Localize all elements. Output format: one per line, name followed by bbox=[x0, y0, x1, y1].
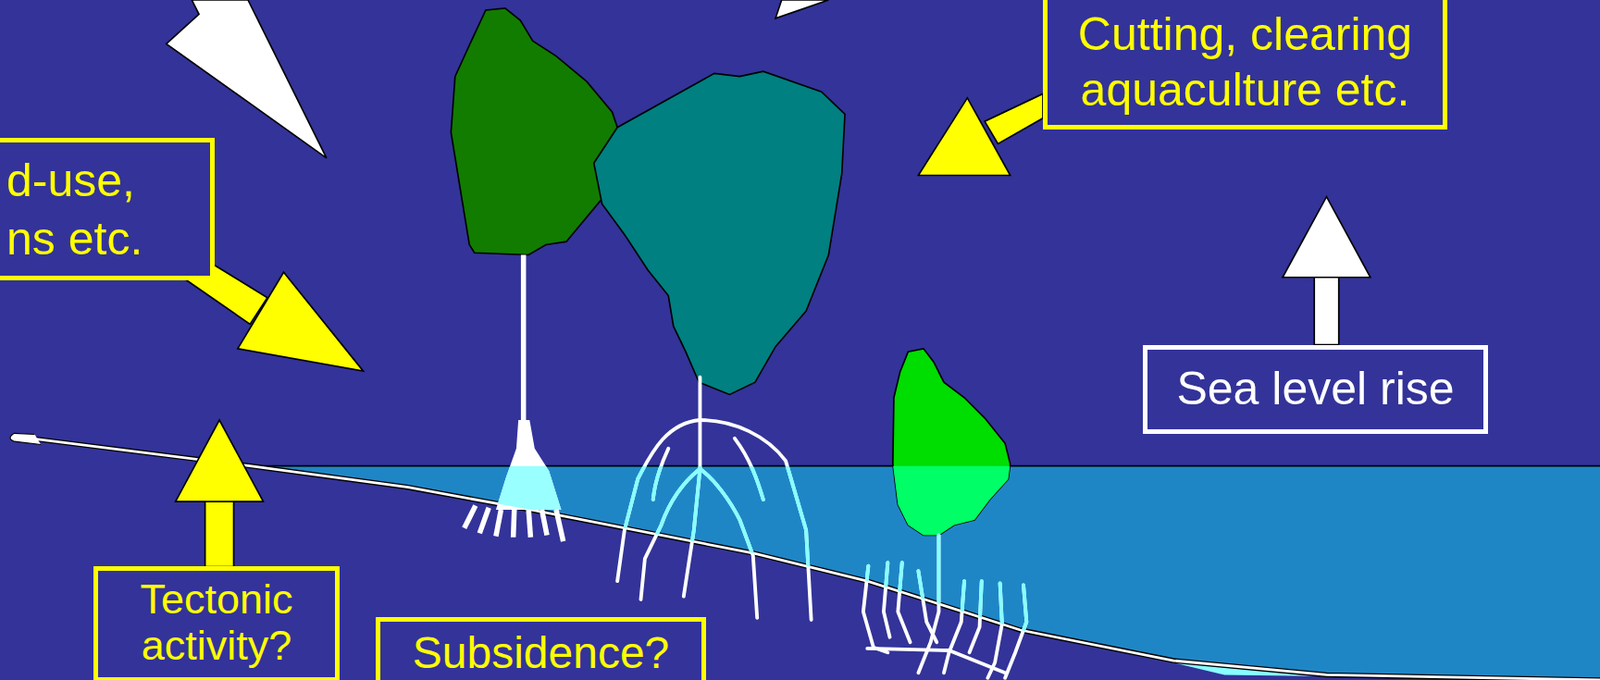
pressure-arrow bbox=[917, 98, 1010, 176]
pressure-arrow bbox=[166, 0, 327, 159]
box-label: Subsidence? bbox=[387, 627, 695, 679]
tree-three bbox=[867, 648, 1005, 673]
tree-one bbox=[496, 420, 562, 510]
tree-two bbox=[617, 377, 812, 621]
tree-one bbox=[528, 509, 531, 538]
box-label: Tectonic activity? bbox=[103, 576, 330, 669]
tree-three bbox=[917, 570, 937, 643]
tree-two bbox=[683, 377, 701, 597]
tree-three bbox=[897, 562, 910, 643]
tree-three bbox=[897, 562, 910, 643]
tree-three bbox=[893, 348, 1011, 536]
tree-two bbox=[594, 71, 845, 395]
tree-two bbox=[699, 469, 757, 619]
tree-two bbox=[617, 420, 700, 582]
tree-three bbox=[1004, 585, 1027, 679]
tree-three bbox=[863, 535, 1027, 679]
tree-two bbox=[617, 377, 812, 621]
tree-two bbox=[683, 377, 701, 597]
tree-three bbox=[863, 566, 888, 654]
tree-one bbox=[450, 8, 618, 542]
pressure-arrow bbox=[1282, 197, 1371, 278]
tree-three bbox=[863, 348, 1027, 679]
pressure-arrow bbox=[984, 93, 1043, 144]
tree-three bbox=[883, 562, 891, 637]
tree-one bbox=[496, 420, 562, 510]
tree-three bbox=[969, 581, 982, 653]
tree-three bbox=[969, 581, 982, 653]
tree-two bbox=[699, 469, 757, 619]
tree-three bbox=[987, 582, 1002, 678]
tree-three bbox=[1004, 585, 1027, 679]
tree-three bbox=[917, 535, 939, 674]
tree-two bbox=[699, 420, 811, 621]
driver-box: Sea level rise bbox=[1142, 345, 1489, 435]
pressure-arrow bbox=[205, 499, 235, 568]
tree-one bbox=[450, 8, 618, 256]
pressure-box: d-use, ns etc. bbox=[0, 137, 215, 281]
pressure-arrow bbox=[175, 420, 264, 502]
tree-two bbox=[653, 448, 670, 500]
driver-box: Tectonic activity? bbox=[93, 566, 340, 680]
tree-one bbox=[479, 508, 489, 534]
tree-two bbox=[617, 377, 812, 621]
ground-hook bbox=[10, 433, 41, 445]
tree-three bbox=[917, 570, 937, 643]
tree-two bbox=[734, 438, 764, 500]
tree-three bbox=[863, 535, 1027, 679]
tree-two bbox=[640, 469, 700, 600]
tree-two bbox=[594, 71, 845, 621]
tree-one bbox=[556, 509, 564, 542]
tree-two bbox=[617, 420, 700, 582]
tree-three bbox=[883, 562, 891, 637]
box-label: Cutting, clearing aquaculture etc. bbox=[1056, 6, 1434, 118]
tree-three bbox=[863, 535, 1027, 679]
tree-two bbox=[699, 420, 811, 621]
tree-one bbox=[542, 509, 548, 536]
tree-three bbox=[943, 581, 965, 673]
tree-one bbox=[464, 506, 564, 543]
tree-three bbox=[893, 348, 1011, 536]
box-label: Sea level rise bbox=[1158, 362, 1473, 417]
tree-one bbox=[513, 509, 515, 538]
tree-two bbox=[653, 448, 670, 500]
pressure-arrow bbox=[237, 272, 364, 372]
tree-one bbox=[496, 509, 502, 537]
tree-one bbox=[520, 254, 527, 423]
tree-two bbox=[640, 469, 700, 600]
box-label: d-use, ns etc. bbox=[6, 151, 155, 268]
tree-one bbox=[464, 506, 476, 529]
tree-three bbox=[987, 582, 1002, 678]
pressure-box: Cutting, clearing aquaculture etc. bbox=[1042, 0, 1448, 130]
tree-two bbox=[734, 438, 764, 500]
tree-three bbox=[943, 581, 965, 673]
tree-three bbox=[917, 535, 939, 674]
pressure-arrow bbox=[1314, 275, 1339, 346]
driver-box: Subsidence? bbox=[375, 617, 707, 680]
pressure-arrow bbox=[775, 0, 829, 19]
